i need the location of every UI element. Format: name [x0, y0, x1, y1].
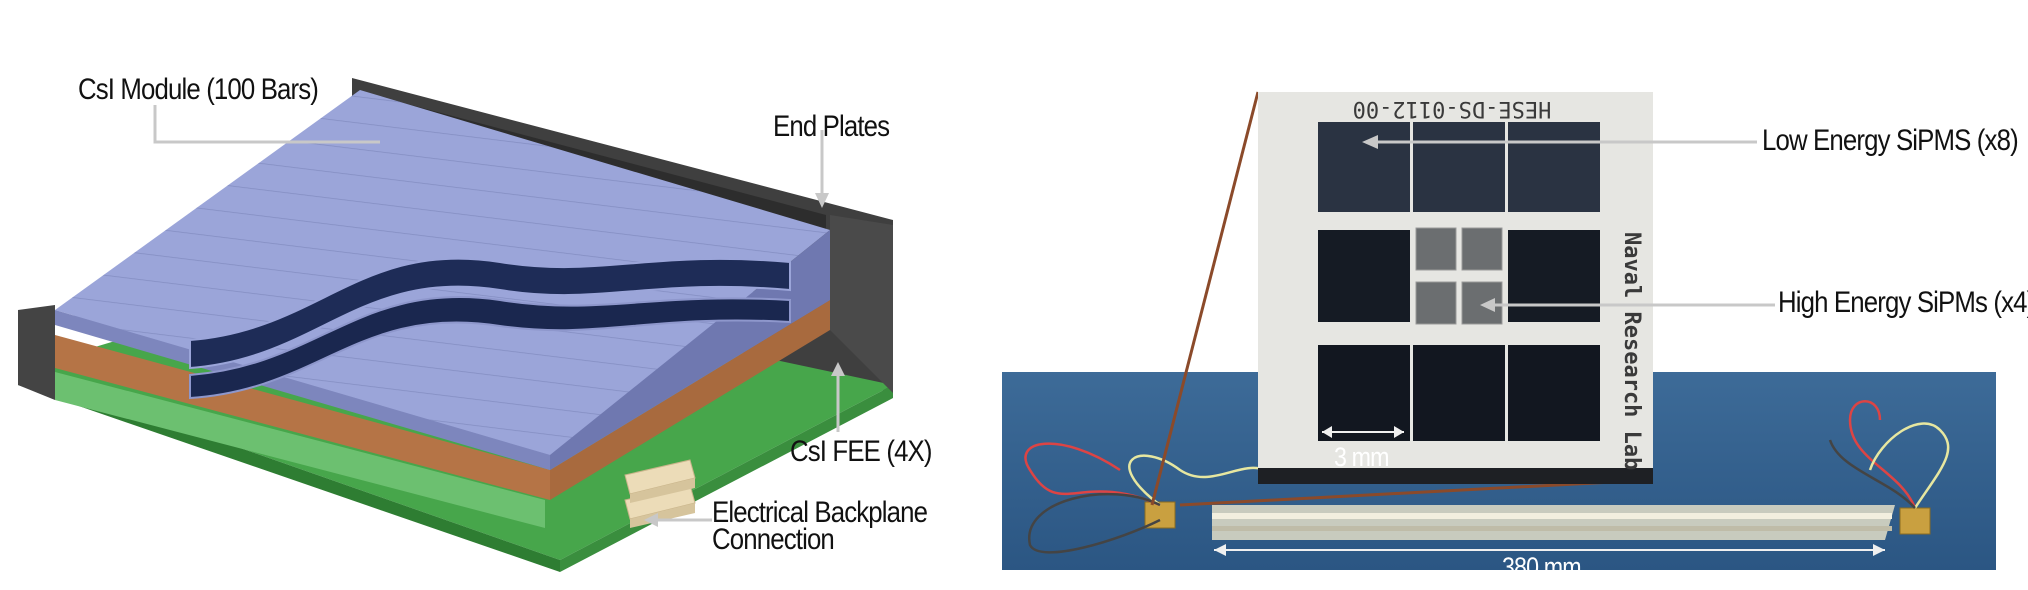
crystal-bar	[1212, 505, 1895, 540]
label-csi-fee: CsI FEE (4X)	[790, 435, 933, 468]
fee-connector-row	[55, 372, 545, 528]
cutaway-upper-band	[189, 257, 791, 370]
label-high-energy: High Energy SiPMs (x4)	[1778, 286, 2028, 319]
board-bottom-strip	[1258, 468, 1653, 484]
label-end-plates: End Plates	[773, 110, 890, 143]
left-leader-lines	[153, 105, 845, 527]
lab-name-text: Naval Research Lab	[1619, 232, 1644, 470]
middle-sipm-row	[1318, 227, 1600, 325]
label-csi-module: CsI Module (100 Bars)	[78, 73, 319, 106]
backplane-connector	[624, 459, 696, 528]
bar-right-face	[550, 230, 830, 470]
label-3mm: 3 mm	[1334, 442, 1389, 472]
low-energy-sipm-row	[1318, 122, 1600, 212]
copper-endcap-right	[550, 300, 830, 500]
right-end-plate	[830, 215, 893, 393]
cables	[1024, 400, 1950, 554]
fee-board-right-edge	[560, 385, 893, 572]
label-backplane-line1: Electrical Backplane	[712, 496, 928, 529]
zoom-lines	[1150, 91, 1651, 507]
sipm-photo: HESE-DS-0112-00 Naval Research Lab	[1002, 91, 1996, 570]
label-380mm: 380 mm	[1502, 552, 1582, 582]
right-readout-board	[1899, 507, 1931, 535]
bottom-sipm-row	[1318, 345, 1600, 441]
bar-front-face	[55, 310, 550, 470]
cutaway-lower-band	[189, 295, 791, 400]
board-id-text: HESE-DS-0112-00	[1353, 96, 1552, 121]
right-leader-lines	[1214, 135, 1885, 556]
label-backplane-line2: Connection	[712, 523, 835, 556]
copper-endcap-row	[55, 335, 550, 500]
label-low-energy: Low Energy SiPMS (x8)	[1762, 124, 2019, 157]
csi-module-drawing	[18, 78, 893, 572]
leader-csi-module	[153, 105, 380, 144]
left-end-plate	[18, 305, 55, 400]
